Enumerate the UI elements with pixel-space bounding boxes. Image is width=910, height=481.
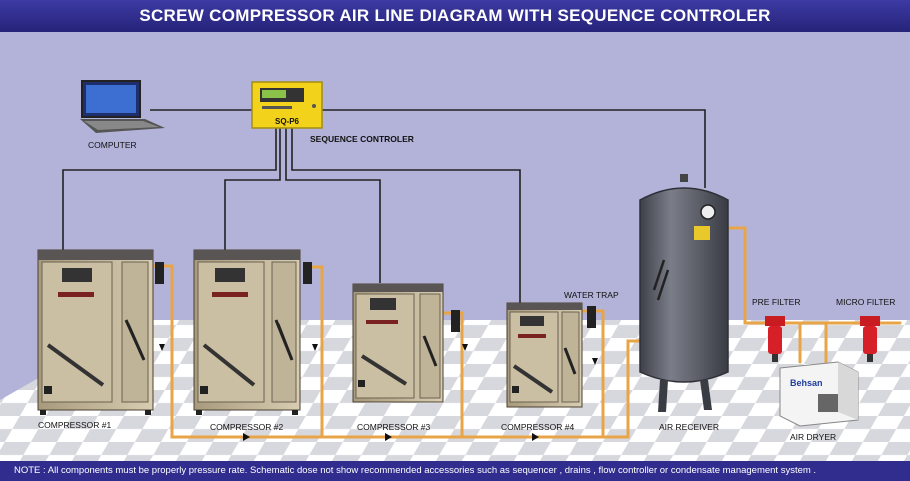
air-receiver bbox=[639, 174, 729, 412]
micro-filter bbox=[860, 316, 880, 362]
flow-arrows bbox=[159, 344, 598, 441]
micro-filter-label: MICRO FILTER bbox=[836, 297, 895, 307]
compressor-3 bbox=[352, 283, 444, 403]
dryer-brand: Behsan bbox=[790, 378, 823, 388]
air-dryer: Behsan bbox=[779, 361, 859, 427]
air-receiver-label: AIR RECEIVER bbox=[659, 422, 719, 432]
sequence-controller-label: SEQUENCE CONTROLER bbox=[310, 134, 414, 144]
compressor-4 bbox=[506, 302, 583, 408]
computer-label: COMPUTER bbox=[88, 140, 137, 150]
diagram-title: SCREW COMPRESSOR AIR LINE DIAGRAM WITH S… bbox=[0, 0, 910, 32]
water-trap-label: WATER TRAP bbox=[564, 290, 619, 300]
laptop-icon bbox=[80, 80, 165, 133]
compressor-3-label: COMPRESSOR #3 bbox=[357, 422, 430, 432]
water-trap-1 bbox=[155, 262, 164, 284]
diagram-canvas: COMPUTER SQ-P6 SEQUENCE CONTROLER COMPRE… bbox=[0, 80, 910, 461]
sequence-controller: SQ-P6 bbox=[251, 81, 323, 129]
compressor-2-label: COMPRESSOR #2 bbox=[210, 422, 283, 432]
water-trap-4 bbox=[587, 306, 596, 328]
air-dryer-label: AIR DRYER bbox=[790, 432, 836, 442]
compressor-2 bbox=[193, 249, 301, 415]
water-trap-3 bbox=[451, 310, 460, 332]
pre-filter bbox=[765, 316, 785, 362]
compressor-1 bbox=[37, 249, 154, 415]
air-pipes bbox=[150, 226, 902, 439]
water-trap-2 bbox=[303, 262, 312, 284]
controller-model: SQ-P6 bbox=[275, 117, 300, 126]
compressor-1-label: COMPRESSOR #1 bbox=[38, 420, 111, 430]
compressor-4-label: COMPRESSOR #4 bbox=[501, 422, 574, 432]
control-cables bbox=[62, 109, 706, 303]
pre-filter-label: PRE FILTER bbox=[752, 297, 801, 307]
note: NOTE : All components must be properly p… bbox=[0, 461, 910, 481]
